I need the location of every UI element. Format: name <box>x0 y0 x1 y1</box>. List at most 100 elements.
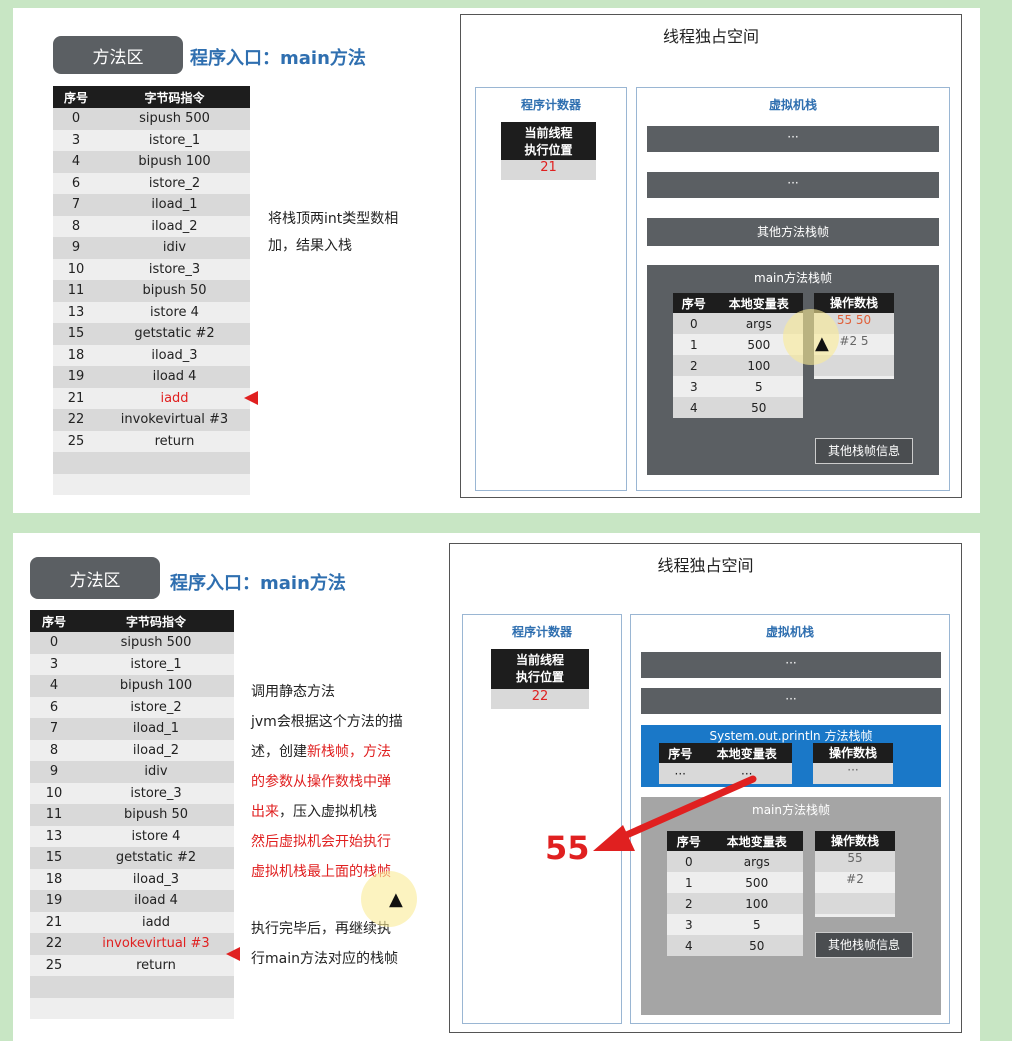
bytecode-index <box>53 473 99 495</box>
lv-header-vars: 本地变量表 <box>701 743 792 763</box>
bytecode-index <box>53 452 99 474</box>
lv-cell: ··· <box>701 763 792 784</box>
bytecode-instruction: istore_3 <box>78 782 234 804</box>
lv-index: 0 <box>667 851 711 872</box>
bytecode-instruction: iload_1 <box>99 194 250 216</box>
pc-title: 程序计数器 <box>520 98 581 112</box>
bytecode-index: 8 <box>30 739 78 761</box>
bytecode-instruction: iload_2 <box>99 215 250 237</box>
lv-value: 5 <box>710 914 803 935</box>
desc-text-red: 新栈帧，方法 <box>307 744 391 760</box>
bytecode-index: 18 <box>53 344 99 366</box>
instruction-description: 将栈顶两int类型数相 加，结果入栈 <box>268 206 398 260</box>
stack-frame-ellipsis: ··· <box>647 172 939 198</box>
println-frame-title: System.out.println 方法栈帧 <box>709 729 873 743</box>
println-method-frame: System.out.println 方法栈帧 序号 本地变量表 ··· ···… <box>641 725 941 787</box>
bytecode-instruction: istore 4 <box>99 301 250 323</box>
lv-index: 4 <box>667 935 711 956</box>
operand-stack-cell: 55 <box>815 851 895 872</box>
vm-stack-title: 虚拟机栈 <box>768 98 817 112</box>
lv-cell: ··· <box>659 763 702 784</box>
lv-value: 500 <box>714 334 803 355</box>
bytecode-instruction <box>99 452 250 474</box>
operand-stack-cell <box>814 355 894 376</box>
cursor-icon: ▲ <box>815 333 829 354</box>
pc-value: 21 <box>501 160 596 180</box>
cursor-icon: ▲ <box>389 889 403 910</box>
main-frame-title: main方法栈帧 <box>752 803 830 817</box>
bytecode-instruction <box>78 976 234 998</box>
pc-header-line: 当前线程 <box>515 653 564 667</box>
bytecode-index: 4 <box>53 151 99 173</box>
bytecode-instruction: istore_3 <box>99 258 250 280</box>
program-counter-panel: 程序计数器 当前线程 执行位置 22 <box>462 614 622 1024</box>
lv-value: 5 <box>714 376 803 397</box>
lv-value: 100 <box>714 355 803 376</box>
operand-stack: 操作数栈 ··· <box>813 743 893 784</box>
bytecode-index: 22 <box>30 933 78 955</box>
lv-index: 4 <box>673 397 715 418</box>
cursor-highlight <box>361 871 417 927</box>
bytecode-instruction: iadd <box>99 387 250 409</box>
current-instruction-arrow <box>226 947 240 961</box>
desc-line: 然后虚拟机会开始执行 <box>251 834 391 850</box>
operand-stack-header: 操作数栈 <box>813 743 893 763</box>
thread-title: 线程独占空间 <box>657 556 754 575</box>
operand-stack-cell: #2 <box>815 872 895 893</box>
bytecode-row <box>30 997 234 1019</box>
bytecode-index: 21 <box>30 911 78 933</box>
stack-frame-ellipsis: ··· <box>641 688 941 714</box>
pc-value: 22 <box>491 689 589 709</box>
bytecode-index: 25 <box>53 430 99 452</box>
current-instruction-arrow <box>244 391 258 405</box>
bytecode-index: 8 <box>53 215 99 237</box>
local-variable-table: 序号 本地变量表 ··· ··· <box>659 743 792 784</box>
pc-header: 当前线程 执行位置 <box>491 649 589 689</box>
bytecode-index: 15 <box>30 847 78 869</box>
other-frame-info: 其他栈帧信息 <box>815 438 913 464</box>
bytecode-row <box>53 473 250 495</box>
lv-index: 1 <box>667 872 711 893</box>
bytecode-instruction: iload_3 <box>78 868 234 890</box>
desc-line: 调用静态方法 <box>251 684 335 700</box>
entry-label: 程序入口：main方法 <box>170 573 346 594</box>
vm-stack-panel: 虚拟机栈 ··· ··· System.out.println 方法栈帧 序号 … <box>630 614 950 1024</box>
cursor-highlight <box>783 309 839 365</box>
bytecode-instruction: istore_1 <box>99 129 250 151</box>
bytecode-instruction: return <box>99 430 250 452</box>
bytecode-instruction: invokevirtual #3 <box>78 933 234 955</box>
lv-header-index: 序号 <box>667 831 711 851</box>
bytecode-instruction: bipush 100 <box>78 675 234 697</box>
pc-header: 当前线程 执行位置 <box>501 122 596 160</box>
col-header-instruction: 字节码指令 <box>99 86 250 108</box>
operand-stack: 操作数栈 55 #2 <box>815 831 895 917</box>
method-area-label: 方法区 <box>30 557 160 599</box>
bytecode-instruction: istore_1 <box>78 653 234 675</box>
bytecode-row <box>53 452 250 474</box>
bytecode-instruction: istore 4 <box>78 825 234 847</box>
stack-frame-ellipsis: ··· <box>641 652 941 678</box>
bytecode-index: 15 <box>53 323 99 345</box>
lv-index: 3 <box>673 376 715 397</box>
